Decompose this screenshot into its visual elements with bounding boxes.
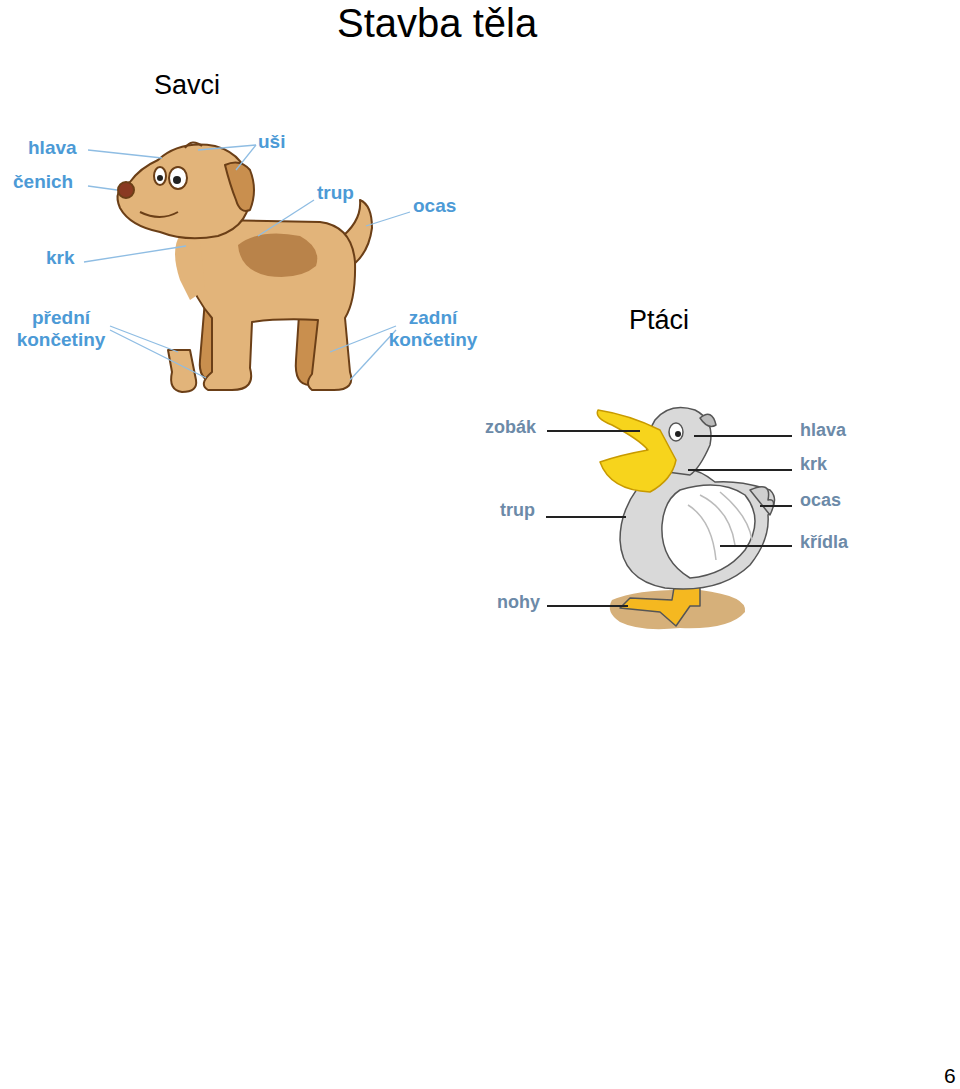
dog-drawing: [118, 142, 372, 392]
part-label: přední končetiny: [6, 307, 116, 351]
part-label: hlava: [28, 137, 77, 159]
part-label: krk: [800, 454, 827, 474]
page-number: 6: [944, 1064, 956, 1088]
section-heading: Ptáci: [629, 305, 689, 336]
part-label: zadní končetiny: [378, 307, 488, 351]
dog-leader-lines: [84, 145, 410, 380]
part-label: ocas: [413, 195, 456, 217]
part-label: zobák: [485, 417, 536, 437]
part-label: křídla: [800, 532, 848, 552]
part-label: trup: [500, 500, 535, 520]
part-label: krk: [46, 247, 75, 269]
duck-leader-lines: [546, 431, 792, 606]
duck-drawing: [597, 408, 774, 630]
part-label: nohy: [497, 592, 540, 612]
section-heading: Savci: [154, 70, 220, 101]
part-label: ocas: [800, 490, 841, 510]
page-title: Stavba těla: [337, 0, 537, 46]
part-label: uši: [258, 131, 285, 153]
part-label: trup: [317, 182, 354, 204]
part-label: čenich: [13, 171, 73, 193]
part-label: hlava: [800, 420, 846, 440]
